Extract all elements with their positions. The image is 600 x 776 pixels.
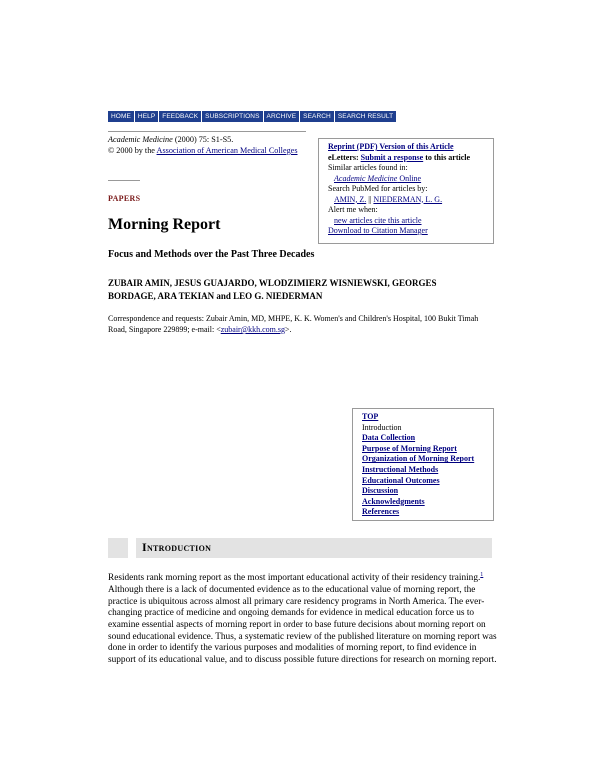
divider [108,131,306,132]
reprint-pdf-link[interactable]: Reprint (PDF) Version of this Article [328,142,454,151]
alert-label: Alert me when: [328,205,378,214]
nav-search-result-button[interactable]: SEARCH RESULT [334,111,397,122]
pubmed-label: Search PubMed for articles by: [328,184,428,193]
divider [108,180,140,181]
author-separator: || [366,194,374,204]
citation-issue: (2000) 75: S1-S5. [172,135,234,144]
eletters-suffix: to this article [423,152,471,162]
eletters-label: eLetters: [328,152,361,162]
top-nav-bar: HOME HELP FEEDBACK SUBSCRIPTIONS ARCHIVE… [108,111,398,122]
toc-purpose-link[interactable]: Purpose of Morning Report [362,443,457,453]
toc-organization-link[interactable]: Organization of Morning Report [362,454,475,464]
correspondence-text: Correspondence and requests: Zubair Amin… [108,314,479,334]
toc-current-introduction: Introduction [362,422,402,432]
footnote-link[interactable]: 1 [480,572,484,578]
publisher-link[interactable]: Association of American Medical Colleges [156,146,298,155]
citation-line: Academic Medicine (2000) 75: S1-S5. [108,134,308,145]
correspondence: Correspondence and requests: Zubair Amin… [108,313,498,335]
introduction-paragraph: Residents rank morning report as the mos… [108,570,503,667]
toc-discussion-link[interactable]: Discussion [362,486,399,496]
toc-educational-outcomes-link[interactable]: Educational Outcomes [362,475,440,485]
section-heading-bar [108,538,492,558]
nav-search-button[interactable]: SEARCH [300,111,334,122]
section-label: PAPERS [108,194,141,203]
nav-subscriptions-button[interactable]: SUBSCRIPTIONS [202,111,263,122]
similar-journal: Academic Medicine [334,173,398,183]
correspondence-end: >. [284,325,292,334]
toc-acknowledgments-link[interactable]: Acknowledgments [362,496,425,506]
citation-manager-link[interactable]: Download to Citation Manager [328,226,428,235]
paragraph-start: Residents rank morning report as the mos… [108,573,481,584]
similar-label: Similar articles found in: [328,163,408,172]
heading-bar-marker [128,538,136,558]
table-of-contents: TOP Introduction Data Collection Purpose… [352,408,494,521]
copyright-line: © 2000 by the Association of American Me… [108,145,308,156]
article-tools-box: Reprint (PDF) Version of this Article eL… [318,138,494,244]
pubmed-author-amin-link[interactable]: AMIN, Z. [334,194,367,204]
similar-suffix: Online [397,173,422,183]
submit-response-link[interactable]: Submit a response [360,152,424,162]
toc-top-link[interactable]: TOP [362,412,379,421]
cite-alert-link[interactable]: new articles cite this article [334,215,422,225]
journal-name: Academic Medicine [108,135,173,144]
nav-help-button[interactable]: HELP [134,111,159,122]
author-list: ZUBAIR AMIN, JESUS GUAJARDO, WLODZIMIERZ… [108,278,437,301]
nav-feedback-button[interactable]: FEEDBACK [159,111,202,122]
introduction-heading: Introduction [142,540,212,554]
paragraph-rest: Although there is a lack of documented e… [108,584,497,666]
nav-home-button[interactable]: HOME [108,111,134,122]
article-subtitle: Focus and Methods over the Past Three De… [108,249,315,260]
citation-block: Academic Medicine (2000) 75: S1-S5. © 20… [108,134,308,156]
nav-archive-button[interactable]: ARCHIVE [263,111,300,122]
email-link[interactable]: zubair@kkh.com.sg [220,325,285,334]
toc-instructional-methods-link[interactable]: Instructional Methods [362,464,439,474]
copyright-text: © 2000 by the [108,146,157,155]
toc-data-collection-link[interactable]: Data Collection [362,433,416,443]
page-title: Morning Report [108,216,221,233]
pubmed-author-niederman-link[interactable]: NIEDERMAN, L. G. [373,194,443,204]
similar-articles-link[interactable]: Academic Medicine Online [334,174,421,183]
toc-references-link[interactable]: References [362,507,400,517]
